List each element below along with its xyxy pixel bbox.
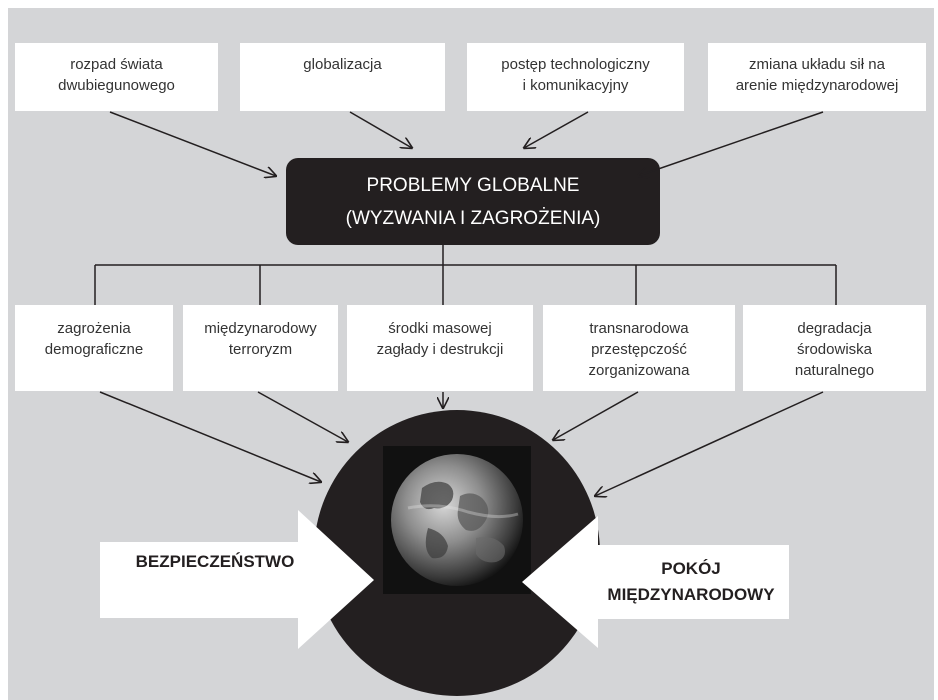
arrow-factor-3 [524,111,589,148]
earth-globe-icon [383,446,531,594]
arrow-problem-2 [257,391,348,442]
security-label: BEZPIECZEŃSTWO [135,552,295,571]
tree-connector [94,245,837,305]
global-problems-title: PROBLEMY GLOBALNE [366,174,580,196]
peace-label: POKÓJ MIĘDZYNARODOWY [607,559,775,604]
arrow-factor-2 [349,111,412,148]
security-arrow [100,510,374,649]
problem-environment: degradacja środowiska naturalnego [743,305,926,391]
arrow-problem-1 [99,391,321,482]
problem-organized-crime: transnarodowa przestępczość zorganizowan… [543,305,735,391]
problem-demographic: zagrożenia demograficzne [15,305,173,391]
factor-globalization: globalizacja [240,43,445,111]
factor-power-shift: zmiana układu sił na arenie międzynarodo… [708,43,926,111]
arrow-factor-1 [109,111,276,176]
global-problems-box: PROBLEMY GLOBALNE (WYZWANIA I ZAGROŻENIA… [286,158,660,245]
arrow-factor-4 [638,111,824,176]
arrow-problem-5 [595,391,824,496]
factor-tech-progress: postęp technologiczny i komunikacyjny [467,43,684,111]
global-problems-subtitle: (WYZWANIA I ZAGROŻENIA) [345,207,601,229]
problem-mass-destruction: środki masowej zagłady i destrukcji [347,305,533,391]
factor-bipolar-collapse: rozpad świata dwubiegunowego [15,43,218,111]
diagram-graphics [94,111,837,696]
peace-arrow [522,516,789,648]
problem-terrorism: międzynarodowy terroryzm [183,305,338,391]
diagram-canvas: rozpad świata dwubiegunowego globalizacj… [8,8,934,700]
arrow-problem-4 [553,391,639,440]
